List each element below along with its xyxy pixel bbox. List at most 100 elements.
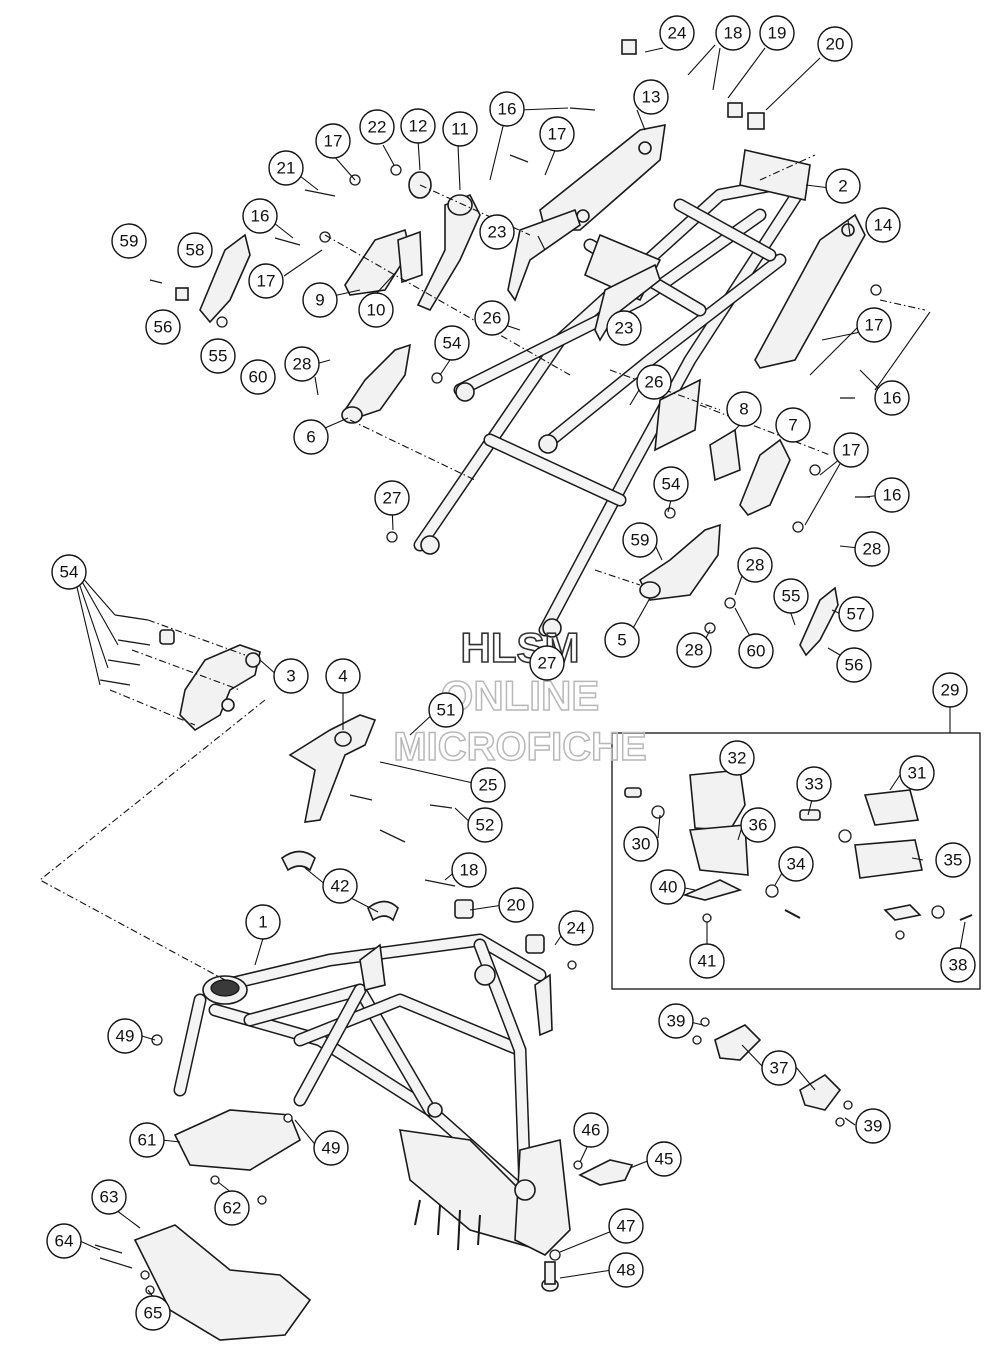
svg-text:17: 17 bbox=[548, 125, 567, 144]
svg-text:14: 14 bbox=[874, 216, 893, 235]
callout-28a: 28 bbox=[284, 346, 320, 382]
svg-text:49: 49 bbox=[116, 1027, 135, 1046]
svg-text:28: 28 bbox=[685, 641, 704, 660]
watermark-line-2: ONLINE bbox=[441, 672, 600, 719]
callout-49b: 49 bbox=[313, 1130, 349, 1166]
svg-text:17: 17 bbox=[865, 316, 884, 335]
svg-text:59: 59 bbox=[120, 232, 139, 251]
callout-34: 34 bbox=[778, 846, 814, 882]
callout-47: 47 bbox=[608, 1208, 644, 1244]
assembly-lines bbox=[39, 154, 926, 981]
svg-text:10: 10 bbox=[367, 301, 386, 320]
svg-text:54: 54 bbox=[662, 475, 681, 494]
svg-text:65: 65 bbox=[144, 1304, 163, 1323]
svg-text:38: 38 bbox=[949, 956, 968, 975]
callout-37: 37 bbox=[761, 1050, 797, 1086]
callout-54b: 54 bbox=[653, 466, 689, 502]
callout-24a: 24 bbox=[659, 15, 695, 51]
callout-41: 41 bbox=[689, 943, 725, 979]
callout-16d: 16 bbox=[874, 477, 910, 513]
callout-16a: 16 bbox=[489, 91, 525, 127]
svg-text:17: 17 bbox=[257, 272, 276, 291]
callout-16c: 16 bbox=[874, 380, 910, 416]
svg-text:63: 63 bbox=[100, 1188, 119, 1207]
callout-25: 25 bbox=[470, 767, 506, 803]
callout-20b: 20 bbox=[498, 887, 534, 923]
svg-text:17: 17 bbox=[842, 441, 861, 460]
callout-33: 33 bbox=[796, 766, 832, 802]
svg-text:31: 31 bbox=[908, 764, 927, 783]
callout-6: 6 bbox=[293, 419, 329, 455]
callout-54c: 54 bbox=[51, 554, 87, 590]
svg-text:24: 24 bbox=[567, 919, 586, 938]
callouts: 24 18 19 20 13 16 17 17 22 12 11 21 2 16… bbox=[46, 15, 976, 1331]
callout-63: 63 bbox=[91, 1179, 127, 1215]
svg-text:6: 6 bbox=[306, 428, 315, 447]
svg-text:16: 16 bbox=[883, 389, 902, 408]
svg-text:27: 27 bbox=[383, 489, 402, 508]
callout-56a: 56 bbox=[145, 309, 181, 345]
callout-30: 30 bbox=[623, 826, 659, 862]
callout-17b: 17 bbox=[315, 123, 351, 159]
svg-text:23: 23 bbox=[488, 223, 507, 242]
callout-23a: 23 bbox=[479, 214, 515, 250]
callout-22: 22 bbox=[359, 109, 395, 145]
svg-text:5: 5 bbox=[617, 631, 626, 650]
svg-text:34: 34 bbox=[787, 855, 806, 874]
callout-7: 7 bbox=[775, 407, 811, 443]
callout-39a: 39 bbox=[658, 1003, 694, 1039]
leader-lines bbox=[75, 44, 966, 1298]
svg-text:4: 4 bbox=[338, 667, 347, 686]
svg-text:56: 56 bbox=[154, 318, 173, 337]
svg-text:1: 1 bbox=[258, 913, 267, 932]
callout-59b: 59 bbox=[622, 522, 658, 558]
callout-19: 19 bbox=[759, 15, 795, 51]
svg-text:26: 26 bbox=[645, 373, 664, 392]
svg-text:11: 11 bbox=[451, 120, 469, 139]
svg-text:2: 2 bbox=[838, 177, 847, 196]
callout-24b: 24 bbox=[558, 910, 594, 946]
callout-56b: 56 bbox=[836, 647, 872, 683]
svg-text:19: 19 bbox=[768, 24, 787, 43]
callout-45: 45 bbox=[646, 1141, 682, 1177]
svg-text:28: 28 bbox=[293, 355, 312, 374]
svg-text:41: 41 bbox=[698, 952, 717, 971]
svg-text:28: 28 bbox=[746, 556, 765, 575]
callout-16b: 16 bbox=[242, 198, 278, 234]
svg-text:9: 9 bbox=[315, 291, 324, 310]
callout-2: 2 bbox=[825, 168, 861, 204]
callout-54a: 54 bbox=[434, 325, 470, 361]
callout-58: 58 bbox=[177, 232, 213, 268]
svg-text:21: 21 bbox=[277, 159, 296, 178]
svg-text:52: 52 bbox=[476, 816, 495, 835]
callout-31: 31 bbox=[899, 755, 935, 791]
callout-28c: 28 bbox=[737, 547, 773, 583]
svg-text:45: 45 bbox=[655, 1150, 674, 1169]
callout-59a: 59 bbox=[111, 223, 147, 259]
callout-8: 8 bbox=[726, 391, 762, 427]
svg-text:55: 55 bbox=[782, 587, 801, 606]
callout-10: 10 bbox=[358, 292, 394, 328]
svg-text:49: 49 bbox=[322, 1139, 341, 1158]
callout-17c: 17 bbox=[248, 263, 284, 299]
svg-text:64: 64 bbox=[55, 1232, 74, 1251]
svg-text:36: 36 bbox=[749, 816, 768, 835]
footpeg-kit bbox=[611, 732, 981, 990]
svg-text:28: 28 bbox=[863, 540, 882, 559]
svg-text:20: 20 bbox=[826, 35, 845, 54]
callout-52: 52 bbox=[467, 807, 503, 843]
svg-text:16: 16 bbox=[498, 100, 517, 119]
svg-text:39: 39 bbox=[864, 1117, 883, 1136]
svg-text:16: 16 bbox=[883, 486, 902, 505]
svg-text:13: 13 bbox=[642, 88, 661, 107]
svg-text:54: 54 bbox=[60, 563, 79, 582]
svg-text:40: 40 bbox=[659, 878, 678, 897]
svg-text:58: 58 bbox=[186, 241, 205, 260]
svg-text:22: 22 bbox=[368, 118, 387, 137]
svg-text:26: 26 bbox=[483, 309, 502, 328]
callout-35: 35 bbox=[935, 842, 971, 878]
callout-28d: 28 bbox=[676, 632, 712, 668]
svg-text:60: 60 bbox=[747, 642, 766, 661]
svg-text:61: 61 bbox=[138, 1131, 157, 1150]
